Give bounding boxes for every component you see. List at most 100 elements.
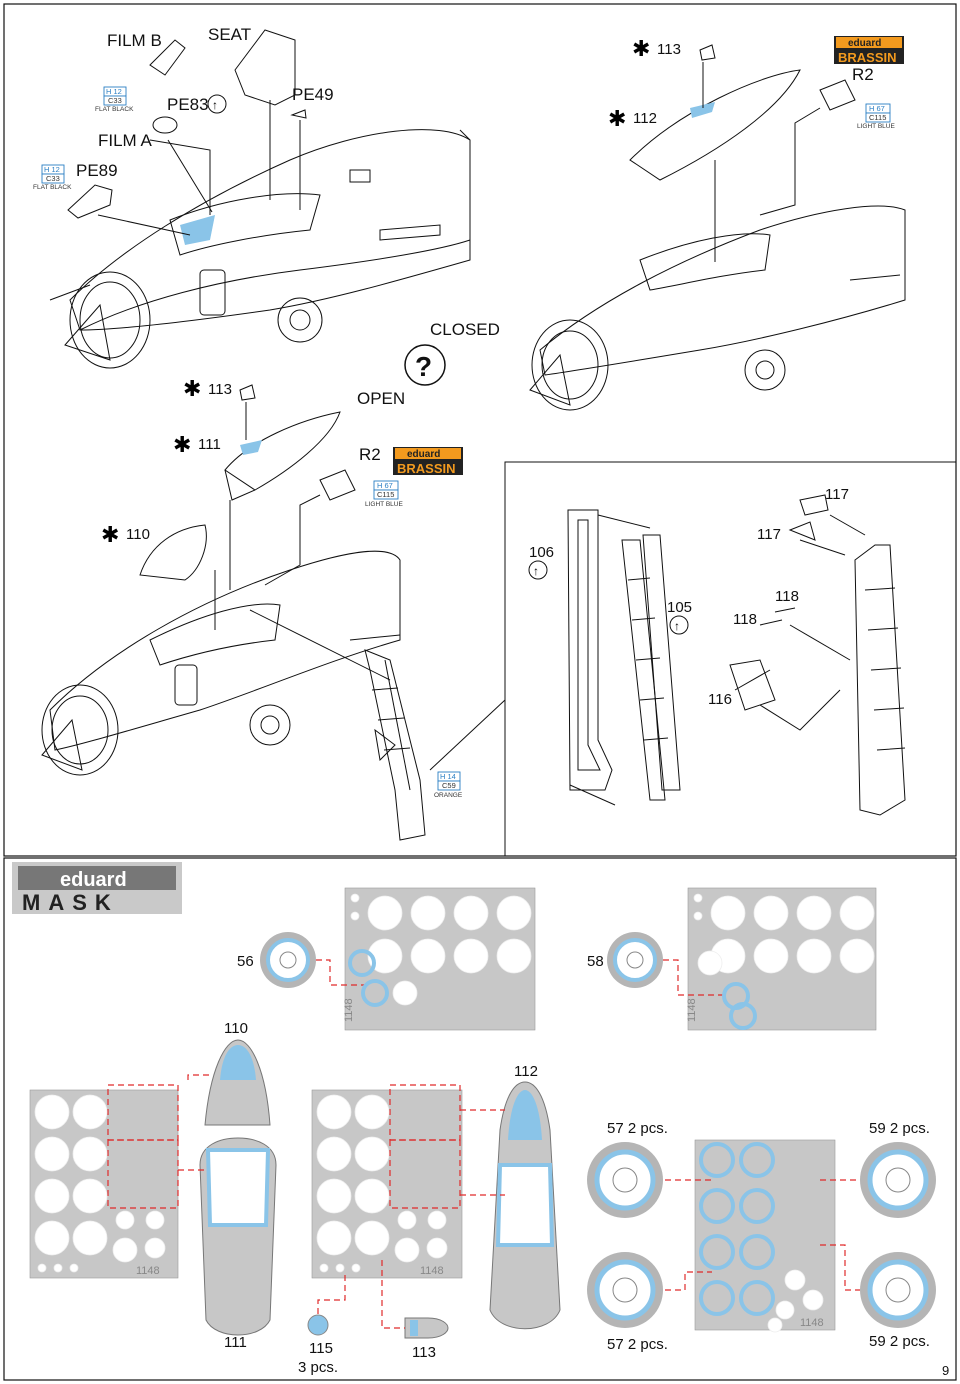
mask-hole [394,1237,420,1263]
arrow-circle-icon [528,560,548,580]
svg-text:H 12: H 12 [106,87,122,96]
fuselage-top-right [529,205,906,411]
svg-text:H 67: H 67 [377,481,393,490]
label-110: 110 [126,526,150,543]
wheel-58 [607,932,663,988]
leader-ladder-inset [429,699,506,771]
svg-text:H 12: H 12 [44,165,60,174]
mask-hole [354,1136,390,1172]
paint-orange: H 14 C59 ORANGE [434,771,463,799]
mask-hole [367,895,403,931]
ladder-inset-frame [504,461,957,857]
mask-hole [354,1178,390,1214]
sheet-code: 1148 [800,1317,824,1329]
mask-logo-bottom: MASK [22,890,119,915]
star-icon: ✱ [173,432,191,457]
part-116 [729,659,776,711]
mask-hole [34,1178,70,1214]
label-117a: 117 [825,486,849,503]
canopy-mask-110 [204,1039,271,1126]
pe89-part [67,184,113,219]
mask-hole [496,895,532,931]
mask-label-115: 115 [309,1340,333,1357]
label-seat: SEAT [208,25,251,44]
red-lead-115 [317,1275,346,1315]
canopy-mask-111 [199,1137,277,1336]
svg-text:H 67: H 67 [869,104,885,113]
mask-ring-blue [361,979,389,1007]
mask-hole [53,1263,63,1273]
mask-hole [392,980,418,1006]
leader-r2-mid [264,494,321,586]
wheel-59a [860,1142,936,1218]
part-118a [759,619,783,626]
mask-ring-blue [699,1280,735,1316]
mask-hole [319,1263,329,1273]
label-open: OPEN [357,389,405,408]
red-lead-110 [187,1074,210,1080]
mask-hole [802,1289,824,1311]
mask-hole [839,938,875,974]
star-icon: ✱ [608,106,626,131]
wheel-56 [260,932,316,988]
svg-text:C115: C115 [869,113,886,122]
label-film-a: FILM A [98,131,153,150]
mask-hole [316,1178,352,1214]
fuselage-open [41,550,401,776]
mask-hole [115,1210,135,1230]
svg-text:FLAT BLACK: FLAT BLACK [33,184,72,191]
svg-text:LIGHT BLUE: LIGHT BLUE [365,501,403,508]
mask-hole [34,1136,70,1172]
mask-hole [350,911,360,921]
mask-hole [37,1263,47,1273]
leader-106-base [569,784,616,806]
mask-hole [839,895,875,931]
leader-film-a [167,139,213,213]
seat-part [234,29,296,106]
mask-ring-blue [699,1188,735,1224]
label-105: 105 [667,599,692,616]
mask-hole [410,938,446,974]
mask-label-112: 112 [514,1063,538,1080]
canopy-mask-112 [489,1081,561,1330]
mask-ring-blue [699,1234,735,1270]
arrow-up-icon: ↑ [674,619,680,633]
label-118b: 118 [733,611,757,628]
part-117b [799,494,829,516]
eduard-mask-logo [12,862,182,914]
mask-hole [410,895,446,931]
sheet-code: 1148 [136,1265,160,1277]
mask-ring-blue [729,1002,757,1030]
label-111: 111 [198,436,221,453]
mask-hole [453,938,489,974]
label-116: 116 [708,691,732,708]
paint-flat-black-1: H 12 C33 FLAT BLACK [95,86,134,113]
leader-r2-top [759,107,821,216]
label-pe49: PE49 [292,85,334,104]
svg-text:H 14: H 14 [440,772,456,781]
leader-ladder [249,609,391,681]
mask-label-110: 110 [224,1020,248,1037]
windscreen-110 [139,524,207,581]
paint-light-blue-top: H 67 C115 LIGHT BLUE [857,103,895,130]
mask-hole [354,1094,390,1130]
canopy-open [224,384,341,501]
mask-113 [404,1317,449,1339]
arrow-circle-icon [207,94,227,114]
mask-hole [693,911,703,921]
label-118a: 118 [775,588,799,605]
mask-hole [767,1317,783,1333]
mask-hole [145,1210,165,1230]
mask-hole [426,1237,448,1259]
label-film-b: FILM B [107,31,162,50]
label-113-mid: 113 [208,381,232,398]
mask-ring-blue [699,1142,735,1178]
fuselage-top-left [49,129,471,369]
mask-hole [753,895,789,931]
star-icon: ✱ [101,522,119,547]
arrow-circle-icon [669,615,689,635]
arrow-up-icon: ↑ [533,564,539,578]
svg-text:C33: C33 [46,174,60,183]
